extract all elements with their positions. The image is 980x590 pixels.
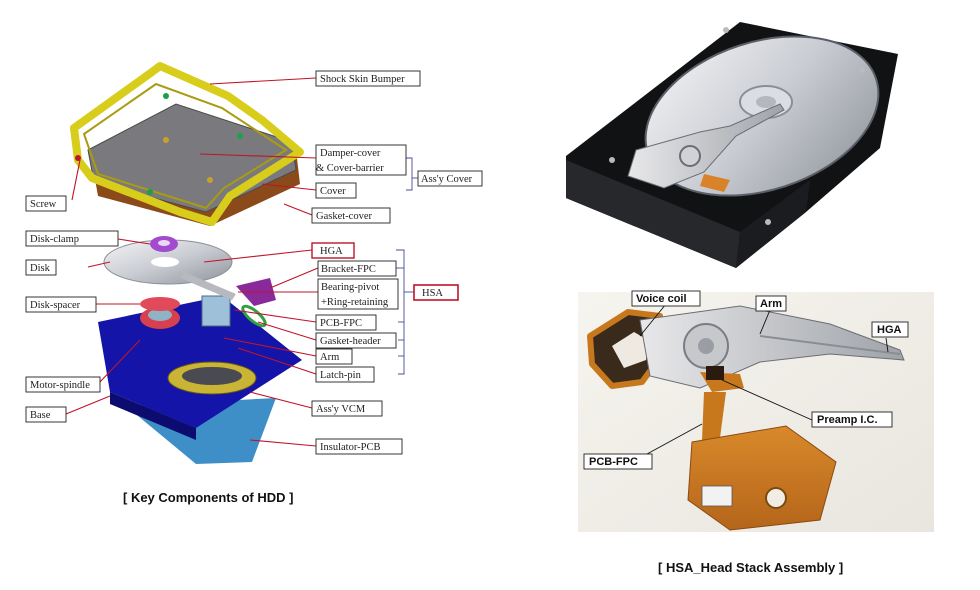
label-cover: Cover (315, 182, 357, 199)
hsa-label-preamp-ic: Preamp I.C. (811, 411, 893, 428)
disk-spacer-part (140, 297, 180, 311)
svg-text:Disk: Disk (30, 263, 51, 274)
svg-text:Damper-cover: Damper-cover (320, 148, 381, 159)
group-brackets (396, 157, 418, 375)
svg-text:Arm: Arm (320, 352, 339, 363)
gasket-header-part (241, 304, 267, 328)
svg-text:Arm: Arm (760, 298, 782, 310)
svg-text:Motor-spindle: Motor-spindle (30, 380, 90, 391)
svg-text:+Ring-retaining: +Ring-retaining (321, 297, 389, 308)
label-hga: HGA (311, 242, 355, 259)
exploded-view-caption: [ Key Components of HDD ] (123, 490, 294, 505)
label-bearing-pivot: Bearing-pivot +Ring-retaining (317, 278, 399, 310)
label-bracket-fpc: Bracket-FPC (317, 260, 397, 277)
label-motor-spindle: Motor-spindle (25, 376, 101, 393)
svg-text:Screw: Screw (30, 199, 57, 210)
hsa-leader-lines (635, 303, 889, 461)
exploded-view-drawing (70, 62, 304, 464)
svg-text:Bracket-FPC: Bracket-FPC (321, 264, 376, 275)
svg-text:Base: Base (30, 410, 51, 421)
svg-text:HSA: HSA (422, 288, 443, 299)
svg-text:Shock Skin Bumper: Shock Skin Bumper (320, 74, 405, 85)
svg-text:Voice coil: Voice coil (636, 293, 687, 305)
svg-text:& Cover-barrier: & Cover-barrier (316, 163, 384, 174)
svg-text:Latch-pin: Latch-pin (320, 370, 362, 381)
arm-part (180, 272, 236, 300)
svg-text:Ass'y Cover: Ass'y Cover (421, 174, 473, 185)
base-part (98, 296, 302, 428)
svg-text:Gasket-header: Gasket-header (320, 336, 381, 347)
hsa-label-pcb-fpc: PCB-FPC (583, 453, 653, 470)
svg-text:Insulator-PCB: Insulator-PCB (320, 442, 380, 453)
label-base: Base (25, 406, 67, 423)
label-assy-cover: Ass'y Cover (417, 170, 483, 187)
hsa-label-hga: HGA (871, 321, 909, 338)
label-assy-vcm: Ass'y VCM (311, 400, 383, 417)
svg-text:Preamp I.C.: Preamp I.C. (817, 414, 878, 426)
label-disk: Disk (25, 259, 57, 276)
hsa-label-arm: Arm (755, 295, 787, 312)
shock-skin-bumper-part (70, 62, 304, 226)
label-disk-clamp: Disk-clamp (25, 230, 119, 247)
svg-text:Disk-clamp: Disk-clamp (30, 234, 79, 245)
svg-text:Ass'y VCM: Ass'y VCM (316, 404, 366, 415)
hsa-photo-caption: [ HSA_Head Stack Assembly ] (658, 560, 844, 575)
label-disk-spacer: Disk-spacer (25, 296, 97, 313)
svg-text:PCB-FPC: PCB-FPC (320, 318, 362, 329)
label-pcb-fpc: PCB-FPC (315, 314, 377, 331)
label-insulator-pcb: Insulator-PCB (315, 438, 403, 455)
leader-lines (65, 77, 319, 447)
label-arm: Arm (315, 348, 353, 365)
svg-text:HGA: HGA (877, 324, 902, 336)
hdd-photo (566, 22, 898, 268)
hsa-label-voice-coil: Voice coil (631, 290, 701, 307)
label-shock-skin-bumper: Shock Skin Bumper (315, 70, 421, 87)
svg-text:Bearing-pivot: Bearing-pivot (321, 282, 379, 293)
label-gasket-cover: Gasket-cover (311, 207, 391, 224)
label-latch-pin: Latch-pin (315, 366, 375, 383)
svg-text:PCB-FPC: PCB-FPC (589, 456, 638, 468)
label-damper-cover: Damper-cover & Cover-barrier (315, 144, 407, 176)
label-hsa: HSA (413, 284, 459, 301)
hsa-photo (578, 292, 934, 532)
label-screw: Screw (25, 195, 67, 212)
svg-text:Gasket-cover: Gasket-cover (316, 211, 372, 222)
label-gasket-header: Gasket-header (315, 332, 397, 349)
svg-text:HGA: HGA (320, 246, 343, 257)
svg-text:Cover: Cover (320, 186, 346, 197)
svg-text:Disk-spacer: Disk-spacer (30, 300, 81, 311)
